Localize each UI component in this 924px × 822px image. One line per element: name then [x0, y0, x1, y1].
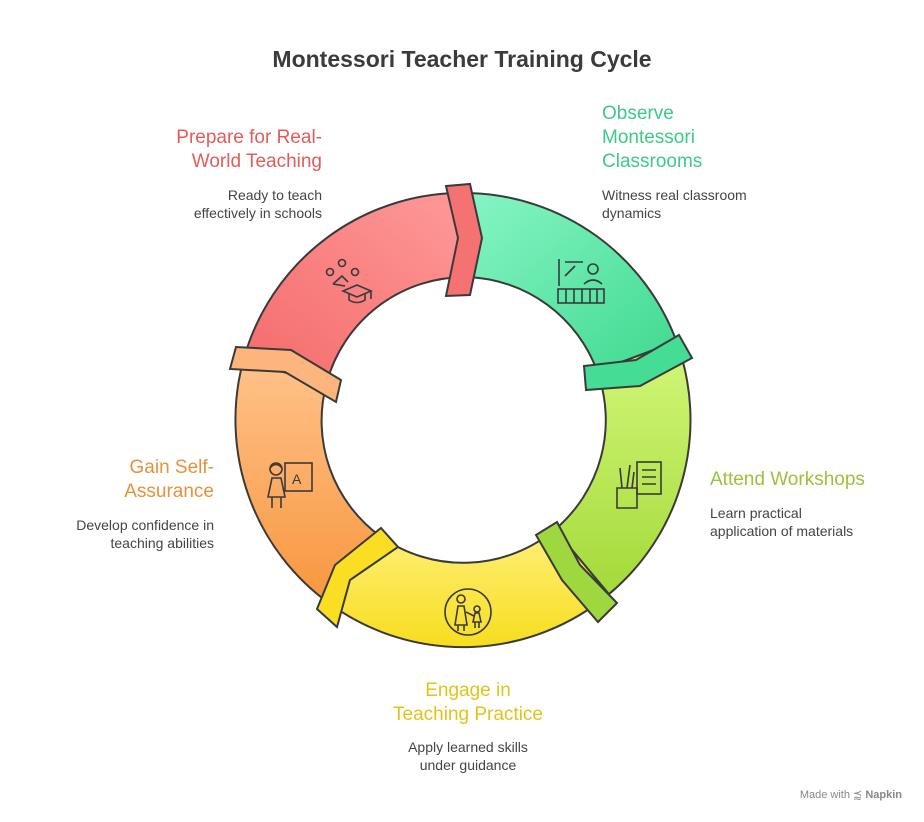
arrow-workshops-to-practice — [534, 520, 619, 624]
napkin-credit: Made with ⪷ Napkin — [800, 788, 902, 801]
stage-title-observe: Observe Montessori Classrooms — [602, 103, 703, 172]
credit-prefix: Made with — [799, 789, 850, 801]
stage-description-workshops: Learn practical application of materials — [710, 505, 854, 539]
stage-title-workshops: Attend Workshops — [710, 469, 865, 490]
arrow-practice-to-self-assurance — [315, 526, 400, 629]
ring-segment-workshops — [553, 340, 692, 596]
stage-title-prepare: Prepare for Real- World Teaching — [176, 127, 322, 172]
arrow-prepare-to-observe — [444, 182, 484, 298]
stage-title-self-assurance: Gain Self- Assurance — [124, 457, 214, 502]
stage-description-prepare: Ready to teach effectively in schools — [193, 187, 322, 221]
arrow-observe-to-workshops — [582, 333, 694, 392]
page-title: Montessori Teacher Training Cycle — [272, 46, 652, 72]
napkin-logo-icon: ⪷ — [853, 789, 863, 801]
stage-description-practice: Apply learned skills under guidance — [408, 739, 528, 773]
workshop-materials-icon — [616, 461, 662, 509]
stage-description-self-assurance: Develop confidence in teaching abilities — [76, 517, 214, 551]
credit-brand: Napkin — [865, 789, 902, 801]
classroom-icon — [557, 259, 605, 304]
teacher-at-board-icon: A — [267, 462, 313, 508]
arrow-self-assurance-to-prepare — [228, 345, 343, 404]
svg-text:A: A — [292, 471, 302, 487]
stage-title-practice: Engage in Teaching Practice — [393, 680, 543, 725]
teacher-with-child-icon — [444, 588, 492, 636]
stage-description-observe: Witness real classroom dynamics — [602, 187, 747, 221]
graduation-cap-icon — [325, 258, 374, 304]
